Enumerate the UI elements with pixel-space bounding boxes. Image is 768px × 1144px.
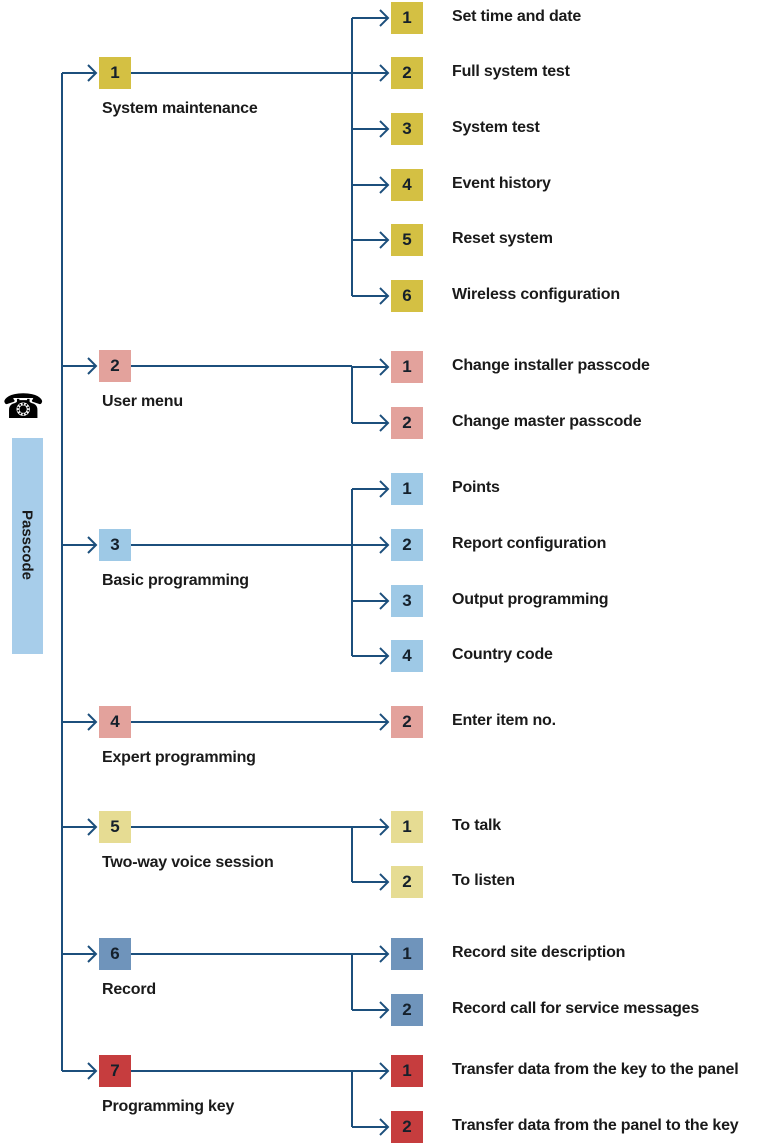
submenu-label: Transfer data from the key to the panel xyxy=(452,1061,739,1078)
menu-label: Expert programming xyxy=(102,749,256,766)
arrow-icon xyxy=(379,1062,390,1080)
submenu-label: Output programming xyxy=(452,591,609,608)
arrow-icon xyxy=(379,176,390,194)
arrow-icon xyxy=(379,120,390,138)
submenu-number-badge: 5 xyxy=(391,224,423,256)
menu-label: System maintenance xyxy=(102,100,258,117)
submenu-label: Transfer data from the panel to the key xyxy=(452,1117,739,1134)
submenu-number-badge: 3 xyxy=(391,113,423,145)
submenu-label: Full system test xyxy=(452,63,570,80)
submenu-label: Record call for service messages xyxy=(452,1000,700,1017)
submenu-number-badge: 1 xyxy=(391,938,423,970)
submenu-label: Country code xyxy=(452,646,553,663)
passcode-label: Passcode xyxy=(18,509,36,581)
passcode-bar xyxy=(12,438,43,654)
submenu-label: Event history xyxy=(452,175,551,192)
menu-label: Two-way voice session xyxy=(102,854,274,871)
submenu-number-badge: 1 xyxy=(391,811,423,843)
arrow-icon xyxy=(379,414,390,432)
submenu-number-badge: 1 xyxy=(391,1055,423,1087)
menu-number-badge: 4 xyxy=(99,706,131,738)
arrow-icon xyxy=(87,818,98,836)
submenu-label: System test xyxy=(452,119,540,136)
submenu-number-badge: 2 xyxy=(391,529,423,561)
arrow-icon xyxy=(379,818,390,836)
submenu-label: Reset system xyxy=(452,230,553,247)
submenu-label: Wireless configuration xyxy=(452,286,620,303)
submenu-label: Change installer passcode xyxy=(452,357,650,374)
menu-number-badge: 2 xyxy=(99,350,131,382)
submenu-number-badge: 2 xyxy=(391,706,423,738)
arrow-icon xyxy=(87,64,98,82)
menu-label: User menu xyxy=(102,393,183,410)
submenu-number-badge: 1 xyxy=(391,473,423,505)
arrow-icon xyxy=(379,1001,390,1019)
arrow-icon xyxy=(87,1062,98,1080)
submenu-number-badge: 1 xyxy=(391,2,423,34)
submenu-label: Set time and date xyxy=(452,8,582,25)
menu-number-badge: 7 xyxy=(99,1055,131,1087)
menu-label: Programming key xyxy=(102,1098,235,1115)
arrow-icon xyxy=(379,945,390,963)
menu-label: Basic programming xyxy=(102,572,249,589)
arrow-icon xyxy=(379,873,390,891)
submenu-number-badge: 6 xyxy=(391,280,423,312)
arrow-icon xyxy=(379,358,390,376)
arrow-icon xyxy=(379,64,390,82)
arrow-icon xyxy=(379,592,390,610)
submenu-number-badge: 3 xyxy=(391,585,423,617)
arrow-icon xyxy=(87,536,98,554)
arrow-icon xyxy=(379,1118,390,1136)
arrow-icon xyxy=(379,713,390,731)
submenu-number-badge: 2 xyxy=(391,866,423,898)
submenu-label: Record site description xyxy=(452,944,626,961)
submenu-label: To talk xyxy=(452,817,501,834)
arrow-icon xyxy=(379,647,390,665)
submenu-label: Change master passcode xyxy=(452,413,642,430)
submenu-label: Report configuration xyxy=(452,535,607,552)
submenu-number-badge: 4 xyxy=(391,640,423,672)
submenu-number-badge: 2 xyxy=(391,1111,423,1143)
menu-number-badge: 3 xyxy=(99,529,131,561)
submenu-number-badge: 4 xyxy=(391,169,423,201)
arrow-icon xyxy=(87,945,98,963)
submenu-label: To listen xyxy=(452,872,515,889)
arrow-icon xyxy=(379,536,390,554)
telephone-icon: ☎ xyxy=(2,387,45,427)
arrow-icon xyxy=(87,357,98,375)
arrow-icon xyxy=(87,713,98,731)
submenu-label: Points xyxy=(452,479,500,496)
menu-number-badge: 1 xyxy=(99,57,131,89)
arrow-icon xyxy=(379,480,390,498)
submenu-number-badge: 2 xyxy=(391,994,423,1026)
arrow-icon xyxy=(379,231,390,249)
arrow-icon xyxy=(379,287,390,305)
submenu-number-badge: 2 xyxy=(391,57,423,89)
menu-number-badge: 5 xyxy=(99,811,131,843)
arrow-icon xyxy=(379,9,390,27)
submenu-label: Enter item no. xyxy=(452,712,556,729)
submenu-number-badge: 2 xyxy=(391,407,423,439)
submenu-number-badge: 1 xyxy=(391,351,423,383)
menu-number-badge: 6 xyxy=(99,938,131,970)
menu-label: Record xyxy=(102,981,156,998)
